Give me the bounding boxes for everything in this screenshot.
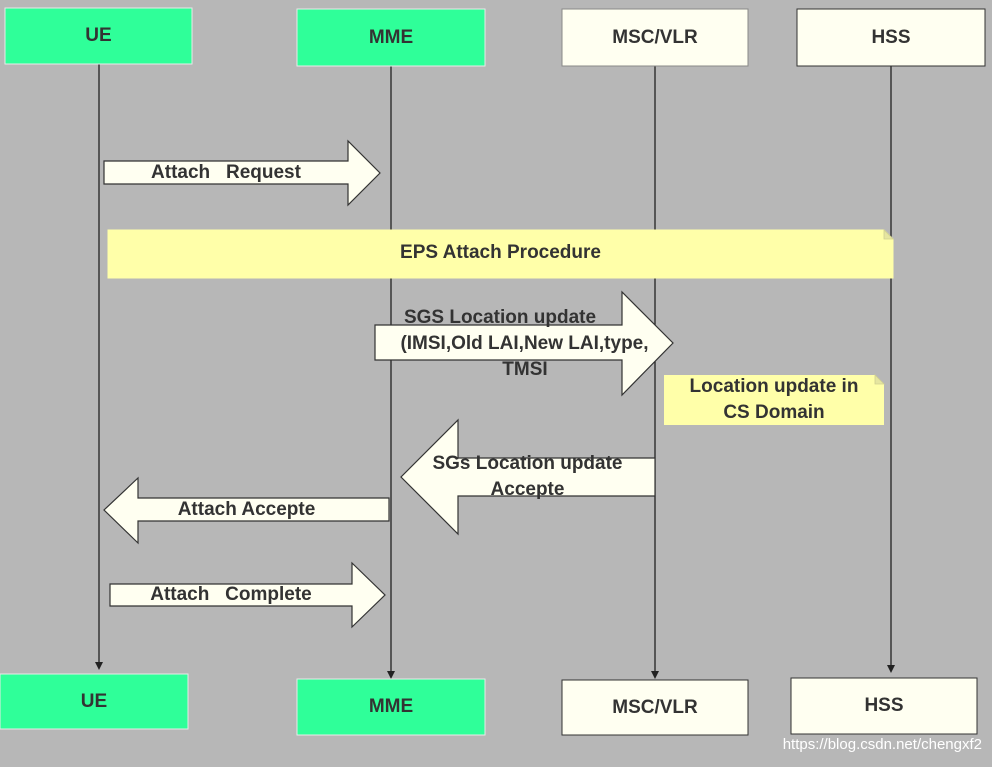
- label-sgs-location-update-3: TMSI: [502, 359, 548, 380]
- cs-location-note: [664, 374, 885, 425]
- entity-box-hss-bottom: [790, 677, 978, 735]
- lifeline-arrowhead-hss: [887, 665, 895, 673]
- lifelines: [95, 64, 895, 679]
- arrow-attach-complete: [109, 561, 386, 629]
- arrow-sgs-location-update-accept: [400, 418, 656, 536]
- label-sgs-location-update-accept-2: Accepte: [490, 479, 565, 500]
- label-location-update-cs-2: CS Domain: [723, 402, 825, 423]
- arrow-attach-request: [103, 139, 381, 207]
- entity-box-msc-vlr-top: [561, 8, 749, 67]
- entity-box-mme-top: [296, 8, 486, 67]
- arrow-sgs-location-update: [374, 290, 674, 397]
- label-attach-accept: Attach Accepte: [177, 499, 316, 520]
- entity-hss-bottom: HSS: [864, 695, 904, 716]
- label-sgs-location-update-1: SGS Location update: [403, 307, 597, 328]
- lifeline-arrowhead-ue: [95, 662, 103, 670]
- watermark-text: https://blog.csdn.net/chengxf2: [782, 736, 982, 753]
- label-attach-request: Attach Request: [151, 162, 301, 183]
- label-attach-complete: Attach Complete: [150, 584, 312, 605]
- entity-mme-top: MME: [368, 26, 414, 48]
- entity-msc-vlr-top: MSC/VLR: [612, 26, 698, 48]
- arrow-attach-accept: [103, 476, 390, 545]
- label-eps-attach-procedure: EPS Attach Procedure: [400, 242, 601, 263]
- entity-box-msc-vlr-bottom: [561, 679, 749, 736]
- entity-box-ue-bottom: [0, 673, 189, 730]
- entity-mme-bottom: MME: [368, 696, 414, 717]
- lifeline-arrowhead-msc-vlr: [651, 671, 659, 679]
- eps-attach-note: [107, 229, 894, 279]
- label-location-update-cs-1: Location update in: [689, 376, 859, 397]
- entity-box-hss-top: [796, 8, 986, 67]
- entity-box-mme-bottom: [296, 678, 486, 736]
- entity-ue-top: UE: [85, 25, 112, 46]
- lifeline-arrowhead-mme: [387, 671, 395, 679]
- entity-hss-top: HSS: [871, 26, 911, 48]
- label-sgs-location-update-accept-1: SGs Location update: [432, 453, 623, 474]
- entity-ue-bottom: UE: [80, 690, 108, 712]
- entity-msc-vlr-bottom: MSC/VLR: [612, 696, 698, 718]
- entity-box-ue-top: [4, 7, 193, 65]
- label-sgs-location-update-2: (IMSI,Old LAI,New LAI,type,: [400, 333, 649, 354]
